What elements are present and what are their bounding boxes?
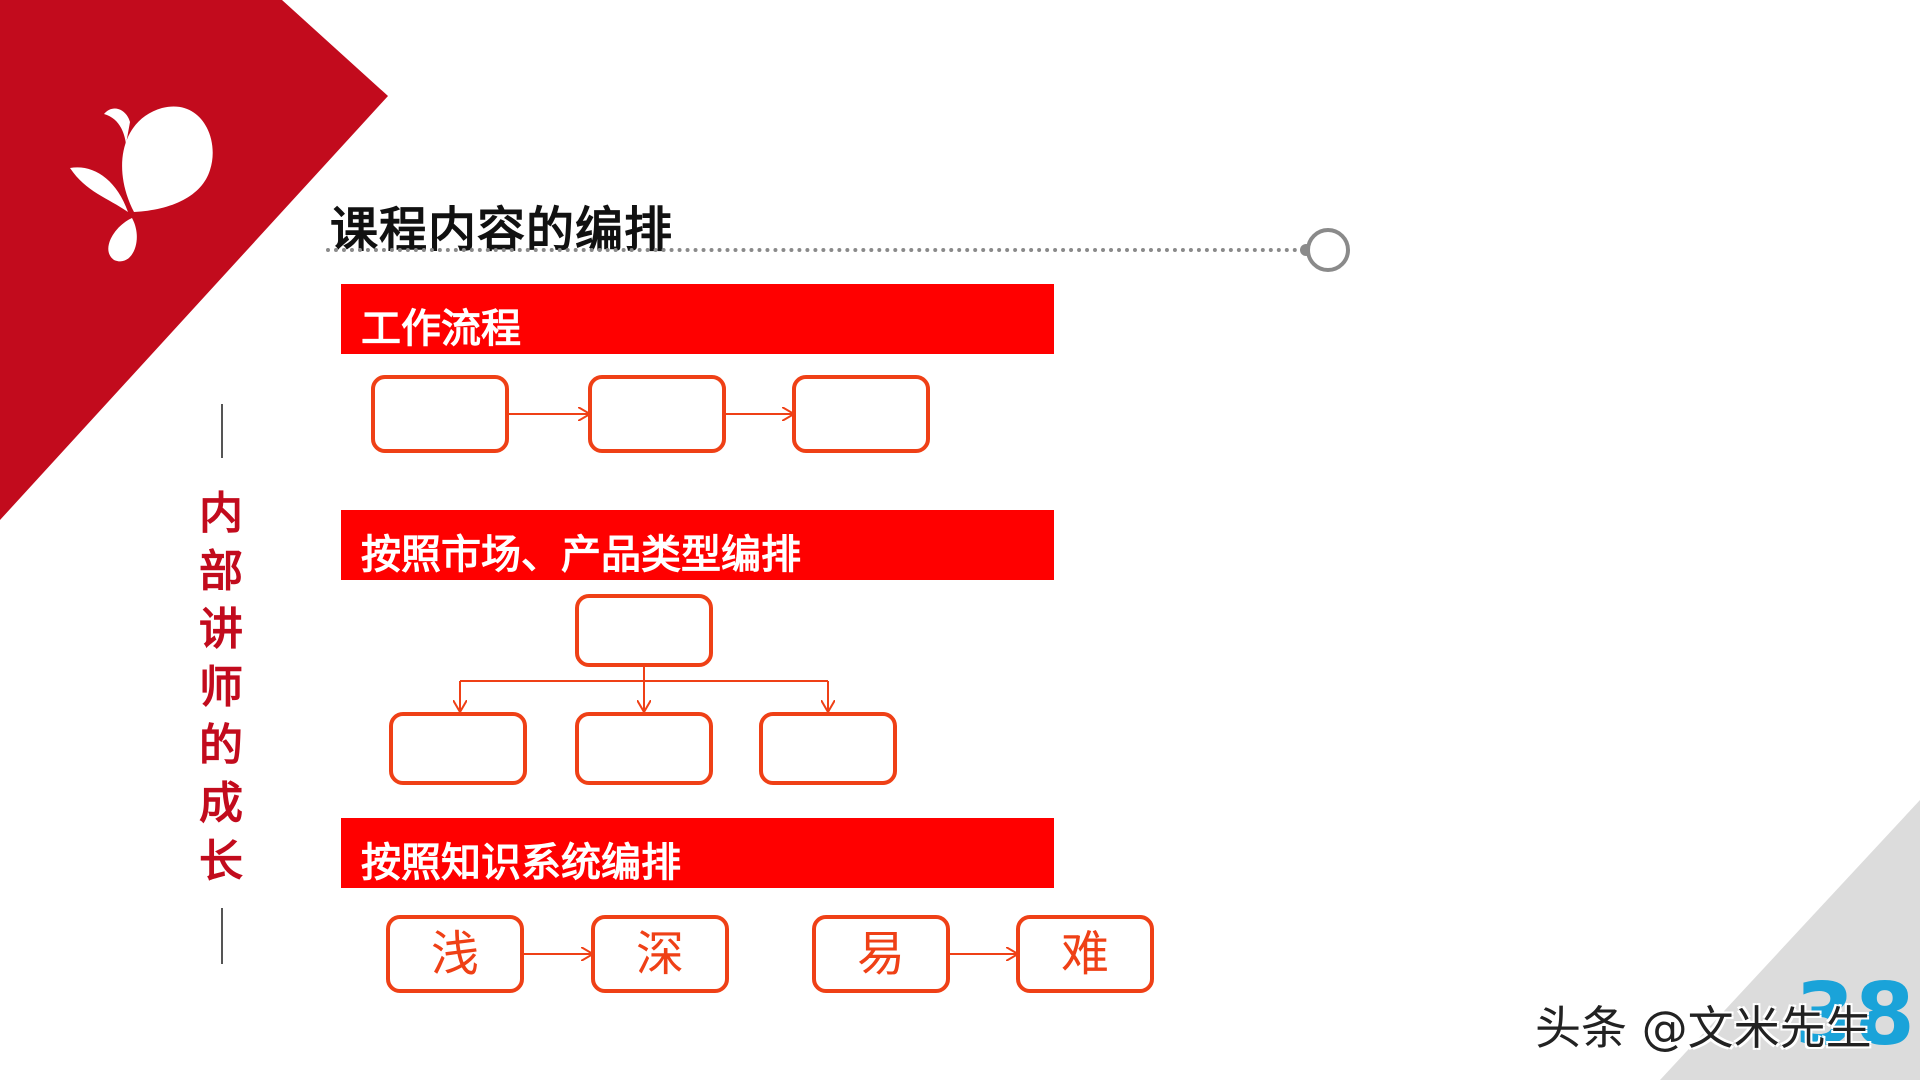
sidebar-title-char: 长 — [199, 836, 243, 887]
sidebar-title-char: 部 — [199, 546, 243, 597]
section-label: 按照知识系统编排 — [361, 840, 681, 886]
sidebar-bottom-line — [221, 908, 223, 964]
knowledge-box-shallow: 浅 — [386, 915, 524, 993]
flow-box — [371, 375, 509, 453]
tree-child-box — [759, 712, 897, 785]
knowledge-box-hard: 难 — [1016, 915, 1154, 993]
sidebar-title-char: 师 — [199, 662, 243, 713]
section-bar-workflow: 工作流程 — [341, 284, 1054, 354]
tree-root-box — [575, 594, 713, 667]
corner-gray-triangle — [1660, 800, 1920, 1080]
tree-child-box — [389, 712, 527, 785]
flow-box — [588, 375, 726, 453]
page-number: 38 — [1795, 965, 1915, 1065]
section-bar-knowledge-system: 按照知识系统编排 — [341, 818, 1054, 888]
sidebar-title-char: 成 — [199, 778, 243, 829]
sidebar-title-char: 讲 — [199, 604, 243, 655]
corner-red-triangle — [0, 0, 388, 520]
section-bar-market-product: 按照市场、产品类型编排 — [341, 510, 1054, 580]
watermark-text: 头条 @文米先生 — [1535, 1001, 1872, 1055]
sidebar-title-char: 的 — [199, 720, 243, 771]
flow-box — [792, 375, 930, 453]
section-label: 工作流程 — [361, 306, 521, 352]
knowledge-box-deep: 深 — [591, 915, 729, 993]
title-dotted-divider — [326, 248, 1306, 252]
divider-ring-icon — [1306, 228, 1350, 272]
tree-child-box — [575, 712, 713, 785]
section-label: 按照市场、产品类型编排 — [361, 532, 801, 578]
sidebar-top-line — [221, 404, 223, 458]
sidebar-title-char: 内 — [199, 488, 243, 539]
sidebar-title: 内 部 讲 师 的 成 长 — [196, 485, 246, 891]
butterfly-icon — [70, 106, 213, 262]
knowledge-box-easy: 易 — [812, 915, 950, 993]
